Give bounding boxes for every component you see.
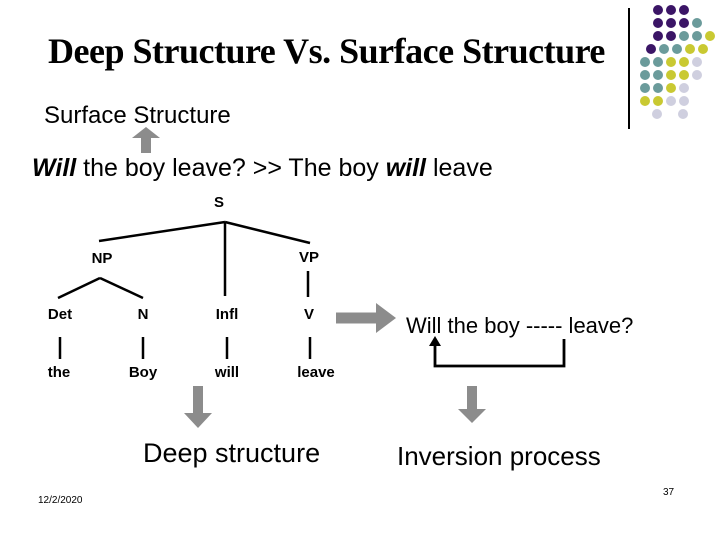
- tree-node-v: V: [303, 306, 315, 323]
- decorative-dot: [679, 31, 689, 41]
- decorative-dot: [640, 96, 650, 106]
- decorative-dot: [666, 83, 676, 93]
- decorative-dot: [666, 31, 676, 41]
- tree-node-vp: VP: [298, 249, 320, 266]
- inversion-movement-bracket: [429, 336, 566, 368]
- down-arrow-icon-left: [184, 386, 212, 428]
- decorative-dot: [653, 57, 663, 67]
- decorative-dot: [678, 109, 688, 119]
- sentence-middle: the boy leave? >> The boy: [76, 154, 386, 182]
- sentence-will-statement: will: [385, 154, 427, 182]
- decorative-dot: [666, 18, 676, 28]
- tree-node-s: S: [213, 194, 225, 211]
- decorative-dot: [659, 44, 669, 54]
- surface-question-text: Will the boy ----- leave?: [406, 313, 634, 338]
- tree-word-boy: Boy: [128, 364, 158, 381]
- decorative-dot: [679, 57, 689, 67]
- down-arrow-icon-right: [458, 386, 486, 423]
- tree-node-np: NP: [91, 250, 113, 267]
- slide-number: 37: [663, 487, 675, 498]
- decorative-dot: [666, 70, 676, 80]
- up-arrow-icon: [132, 127, 160, 153]
- tree-word-will: will: [214, 364, 240, 381]
- decorative-dot: [679, 5, 689, 15]
- deep-structure-caption: Deep structure: [143, 438, 321, 468]
- surface-structure-heading: Surface Structure: [44, 102, 231, 129]
- decorative-dot: [692, 18, 702, 28]
- right-arrow-icon: [336, 303, 396, 333]
- decorative-dot: [705, 31, 715, 41]
- tree-word-leave: leave: [297, 364, 335, 381]
- decorative-dot: [666, 5, 676, 15]
- decorative-dot: [652, 109, 662, 119]
- decorative-dot: [653, 83, 663, 93]
- sentence-tail: leave: [426, 154, 493, 182]
- example-sentence: Will the boy leave? >> The boy will leav…: [32, 154, 493, 183]
- decorative-dot: [653, 70, 663, 80]
- slide-title: Deep Structure Vs. Surface Structure: [48, 31, 605, 71]
- decorative-dot: [653, 31, 663, 41]
- decorative-dot: [692, 57, 702, 67]
- inversion-process-caption: Inversion process: [397, 441, 601, 471]
- decorative-dot: [698, 44, 708, 54]
- decorative-dot: [653, 96, 663, 106]
- decorative-dot: [679, 70, 689, 80]
- decorative-dot: [640, 70, 650, 80]
- decorative-dot: [653, 18, 663, 28]
- decorative-dot: [679, 96, 689, 106]
- decorative-dot: [692, 70, 702, 80]
- decorative-dot: [692, 31, 702, 41]
- tree-node-det: Det: [47, 306, 73, 323]
- decorative-vertical-line: [628, 8, 630, 129]
- decorative-dot: [640, 57, 650, 67]
- decorative-dot: [679, 18, 689, 28]
- decorative-dot: [666, 96, 676, 106]
- decorative-dot: [679, 83, 689, 93]
- decorative-dot: [646, 44, 656, 54]
- tree-node-infl: Infl: [215, 306, 239, 323]
- decorative-dot: [653, 5, 663, 15]
- sentence-will-question: Will: [32, 154, 77, 182]
- decorative-dot: [640, 83, 650, 93]
- tree-node-n: N: [137, 306, 149, 323]
- footer-date: 12/2/2020: [38, 495, 83, 506]
- decorative-dot: [672, 44, 682, 54]
- decorative-dot: [685, 44, 695, 54]
- tree-word-the: the: [47, 364, 71, 381]
- decorative-dot: [666, 57, 676, 67]
